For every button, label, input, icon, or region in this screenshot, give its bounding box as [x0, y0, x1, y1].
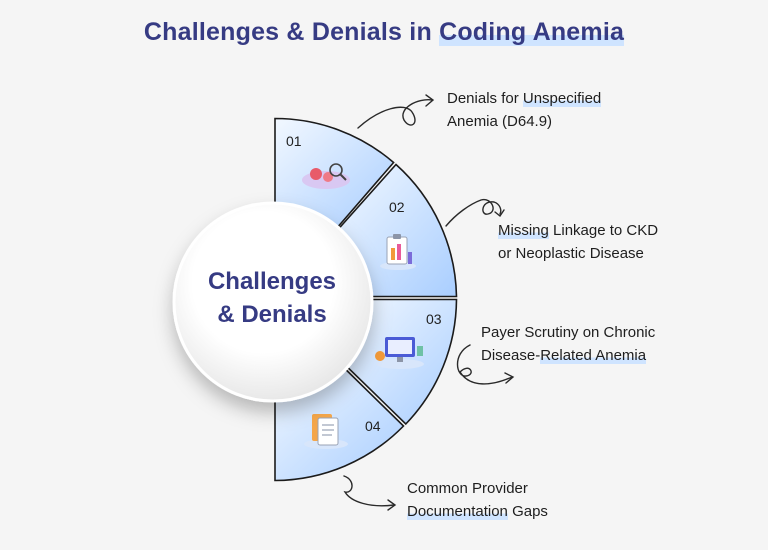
callout-2-text: Linkage to CKD [548, 222, 659, 239]
computer-analytics-icon [375, 337, 424, 369]
callout-4-line-1: Common Provider [407, 480, 528, 497]
arrow-head-2 [494, 209, 505, 218]
title-text: Challenges & Denials in [143, 18, 440, 46]
callout-2: Missing Linkage to CKD or Neoplastic Dis… [498, 219, 658, 265]
title-highlight: Coding Anemia [439, 18, 625, 46]
callout-4-text: Gaps [507, 503, 548, 520]
callout-3-line-1: Payer Scrutiny on Chronic [481, 324, 656, 341]
callout-4-highlight: Documentation [407, 503, 508, 520]
callout-1-line-2: Anemia (D64.9) [447, 113, 553, 130]
page-title: Challenges & Denials in Coding Anemia [0, 18, 768, 47]
documents-icon [304, 414, 348, 449]
segment-02: 02 [335, 163, 458, 298]
blood-cells-magnifier-icon [302, 163, 350, 189]
center-label: Challenges & Denials [172, 265, 372, 331]
clipboard-lab-report-icon [380, 234, 416, 270]
arrow-head-4 [387, 499, 397, 511]
callout-2-line-2: or Neoplastic Disease [498, 245, 644, 262]
callout-3-highlight: Related Anemia [540, 347, 647, 364]
center-circle [172, 201, 374, 403]
segment-number: 02 [389, 199, 405, 215]
center-line-2: & Denials [217, 301, 327, 328]
arrow-4 [343, 475, 395, 507]
arrow-2 [445, 198, 502, 227]
callout-1: Denials for Unspecified Anemia (D64.9) [447, 87, 602, 133]
segment-03: 03 [339, 298, 458, 426]
callout-1-text: Denials for [447, 90, 523, 107]
arrow-head-3 [504, 372, 515, 384]
callout-1-highlight: Unspecified [522, 90, 602, 107]
segment-number: 04 [365, 418, 381, 434]
callout-3-text: Disease- [481, 347, 541, 364]
segment-number: 01 [286, 133, 302, 149]
arrow-head-1 [425, 94, 435, 107]
callout-4: Common Provider Documentation Gaps [407, 477, 548, 523]
callout-2-highlight: Missing [498, 222, 549, 239]
callout-3: Payer Scrutiny on Chronic Disease-Relate… [481, 321, 655, 367]
segment-number: 03 [426, 311, 442, 327]
center-line-1: Challenges [207, 268, 337, 295]
arrow-1 [357, 99, 433, 129]
arrow-3 [456, 344, 513, 385]
